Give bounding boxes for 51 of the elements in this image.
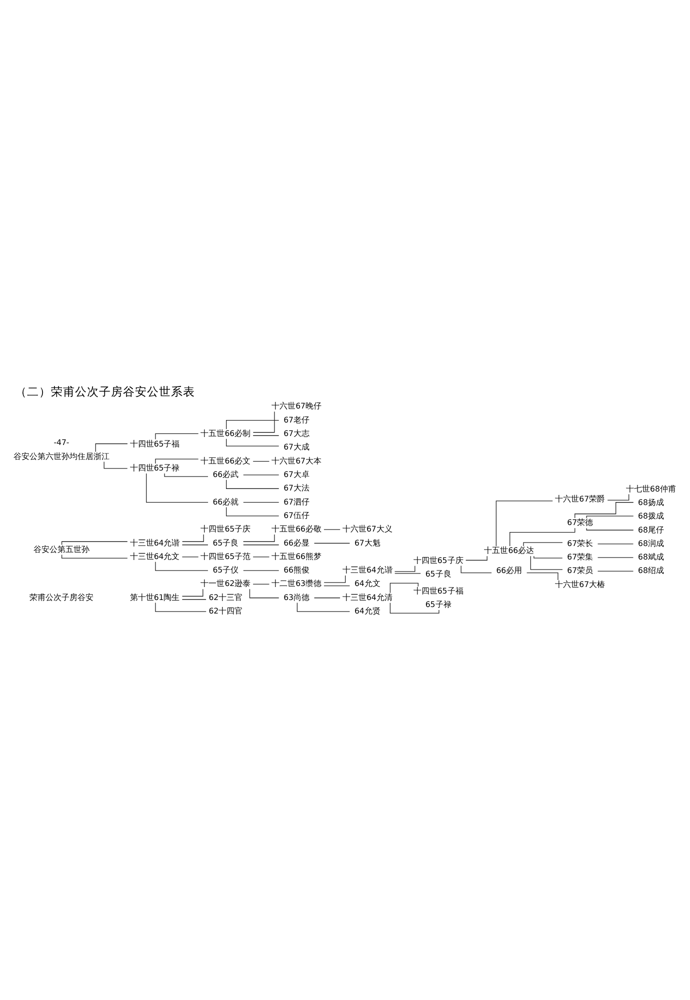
connector: [390, 582, 418, 594]
connector: [155, 458, 199, 464]
connector: [252, 460, 270, 462]
connector: [510, 528, 576, 546]
connector: [182, 599, 206, 600]
connector: [597, 570, 634, 572]
connector: [523, 542, 563, 546]
connector: [249, 588, 280, 598]
connector: [530, 556, 563, 570]
connector: [226, 506, 280, 516]
connector: [496, 500, 553, 546]
connector: [394, 566, 416, 572]
connector: [534, 556, 563, 558]
connector: [182, 534, 204, 542]
connector: [296, 602, 350, 612]
connector: [182, 588, 204, 597]
connector: [243, 502, 280, 503]
connector: [324, 575, 346, 583]
connector: [586, 528, 634, 530]
connector: [182, 556, 199, 558]
connector: [252, 556, 270, 558]
connector: [95, 443, 128, 452]
connector: [226, 438, 280, 446]
connector: [104, 461, 128, 469]
connector: [243, 544, 280, 546]
connector: [164, 473, 208, 477]
connector: [252, 411, 275, 433]
connector: [597, 557, 634, 558]
connector: [586, 516, 634, 518]
connector: [243, 570, 280, 571]
connector: [242, 534, 275, 542]
connector: [146, 473, 208, 503]
connector: [324, 529, 340, 530]
connector: [243, 474, 280, 476]
connector: [252, 584, 270, 585]
connector: [314, 542, 350, 544]
connector: [460, 565, 492, 574]
connector: [182, 544, 208, 546]
connector: [61, 541, 128, 546]
diagram-title: （二）荣甫公次子房谷安公世系表: [15, 384, 196, 399]
connector: [226, 420, 280, 430]
connector: [526, 572, 558, 580]
connector: [226, 480, 280, 489]
connector: [466, 556, 488, 561]
connector: [252, 435, 280, 436]
connector: [574, 502, 634, 518]
connector: [607, 494, 630, 501]
connector: [61, 554, 128, 559]
connector: [390, 602, 440, 614]
connector: [394, 573, 421, 574]
connector: [155, 433, 199, 440]
